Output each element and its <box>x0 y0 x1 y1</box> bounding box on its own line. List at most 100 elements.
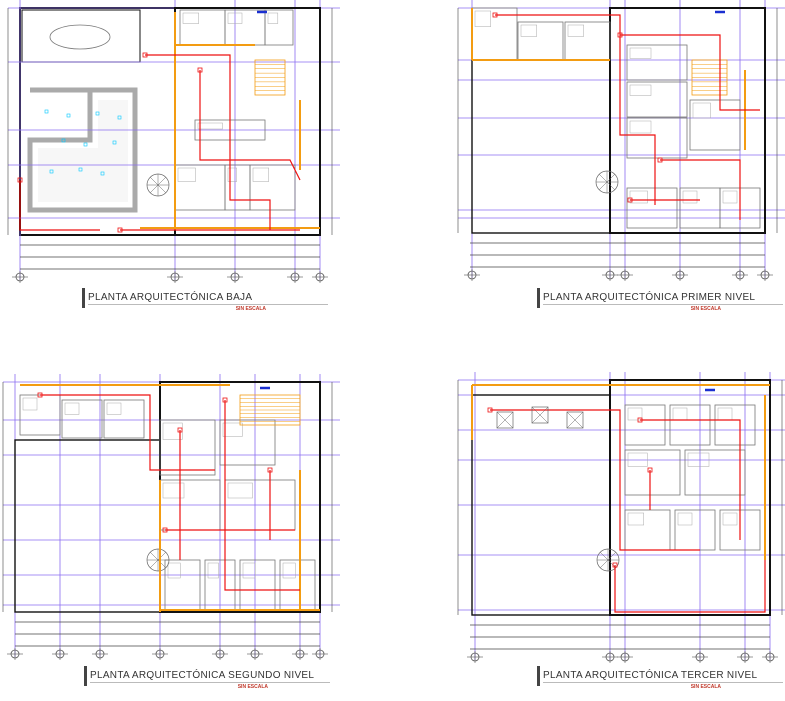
light-marker <box>49 169 54 174</box>
pipe-node <box>117 227 123 233</box>
pipe-line <box>620 34 760 111</box>
terrace-table-umbrella <box>531 406 549 424</box>
spiral-stair-step <box>599 181 608 190</box>
plan-title-ground: PLANTA ARQUITECTÓNICA BAJA SIN ESCALA <box>82 288 328 312</box>
furniture <box>629 120 652 134</box>
room <box>224 9 266 46</box>
pipe-node <box>222 397 228 403</box>
pipe-line <box>224 400 300 591</box>
spiral-stair-step <box>150 552 159 561</box>
room <box>103 399 145 439</box>
furniture <box>627 512 644 526</box>
plan-scale-note: SIN ESCALA <box>235 306 266 312</box>
spiral-stair-step <box>150 184 159 193</box>
furniture <box>252 167 269 182</box>
pipe-node <box>142 52 148 58</box>
furniture <box>162 422 183 440</box>
pool-area <box>38 100 128 202</box>
room <box>159 419 216 476</box>
light-marker <box>112 140 117 145</box>
furniture <box>207 562 219 579</box>
room <box>517 21 564 61</box>
title-marker <box>82 288 85 308</box>
furniture <box>629 84 652 96</box>
light-marker <box>117 115 122 120</box>
room <box>61 399 103 439</box>
room <box>249 164 296 211</box>
furniture <box>474 10 491 27</box>
pipe-line <box>495 14 656 205</box>
furniture <box>222 422 243 437</box>
spiral-stair-step <box>606 174 615 183</box>
spiral-stair-step <box>607 552 616 561</box>
pipe-line <box>145 54 271 230</box>
light-marker <box>61 138 66 143</box>
furniture <box>717 407 733 421</box>
pipe-line <box>640 419 741 540</box>
furniture <box>106 402 122 415</box>
room <box>239 559 276 611</box>
furniture <box>687 452 710 467</box>
terrace-table <box>566 411 584 429</box>
pipe-node <box>637 417 643 423</box>
furniture <box>227 482 253 499</box>
terrace-table <box>531 406 549 424</box>
room <box>179 9 226 46</box>
open-void <box>471 59 611 234</box>
room <box>174 164 226 211</box>
terrace-table <box>496 411 514 429</box>
furniture <box>167 562 181 579</box>
plan-title-third: PLANTA ARQUITECTÓNICA TERCER NIVEL SIN E… <box>537 666 783 690</box>
furniture <box>677 512 693 526</box>
plan-title-text: PLANTA ARQUITECTÓNICA BAJA <box>88 292 328 305</box>
exterior-wall <box>174 7 321 236</box>
room <box>626 117 688 159</box>
pipe-node <box>177 427 183 433</box>
furniture <box>692 102 711 119</box>
title-marker <box>537 288 540 308</box>
furniture <box>197 122 223 130</box>
pipe-node <box>612 562 618 568</box>
room <box>471 7 518 61</box>
furniture <box>629 190 648 204</box>
room <box>224 164 251 211</box>
room <box>219 419 276 466</box>
plan-title-text: PLANTA ARQUITECTÓNICA PRIMER NIVEL <box>543 292 783 305</box>
plan-title-text: PLANTA ARQUITECTÓNICA SEGUNDO NIVEL <box>90 670 330 683</box>
plan-title-first: PLANTA ARQUITECTÓNICA PRIMER NIVEL SIN E… <box>537 288 783 312</box>
room <box>624 449 681 496</box>
light-marker <box>83 142 88 147</box>
spiral-stair-step <box>606 181 615 190</box>
light-marker <box>66 113 71 118</box>
pipe-line <box>490 409 700 551</box>
room <box>279 559 316 611</box>
room <box>679 187 721 229</box>
pipe-node <box>627 197 633 203</box>
furniture <box>22 397 38 411</box>
spiral-stair-step <box>600 552 609 561</box>
room <box>564 21 611 61</box>
pipe-node <box>492 12 498 18</box>
plan-scale-note: SIN ESCALA <box>237 684 268 690</box>
pipe-node <box>657 157 663 163</box>
plan-scale-note: SIN ESCALA <box>690 684 721 690</box>
furniture <box>177 167 196 182</box>
plan-scale-note: SIN ESCALA <box>690 306 721 312</box>
furniture <box>64 402 80 415</box>
room <box>626 187 678 229</box>
room <box>164 559 201 611</box>
plan-title-text: PLANTA ARQUITECTÓNICA TERCER NIVEL <box>543 670 783 683</box>
light-marker <box>44 109 49 114</box>
car-outline <box>49 24 111 50</box>
spiral-stair-step <box>150 177 159 186</box>
room <box>674 509 716 551</box>
furniture <box>267 12 279 24</box>
spiral-stair-step <box>157 184 166 193</box>
pipe-node <box>487 407 493 413</box>
exterior-wall <box>609 379 771 616</box>
pipe-line <box>199 70 301 181</box>
room <box>689 99 741 151</box>
open-void <box>14 439 161 613</box>
light-marker <box>78 167 83 172</box>
